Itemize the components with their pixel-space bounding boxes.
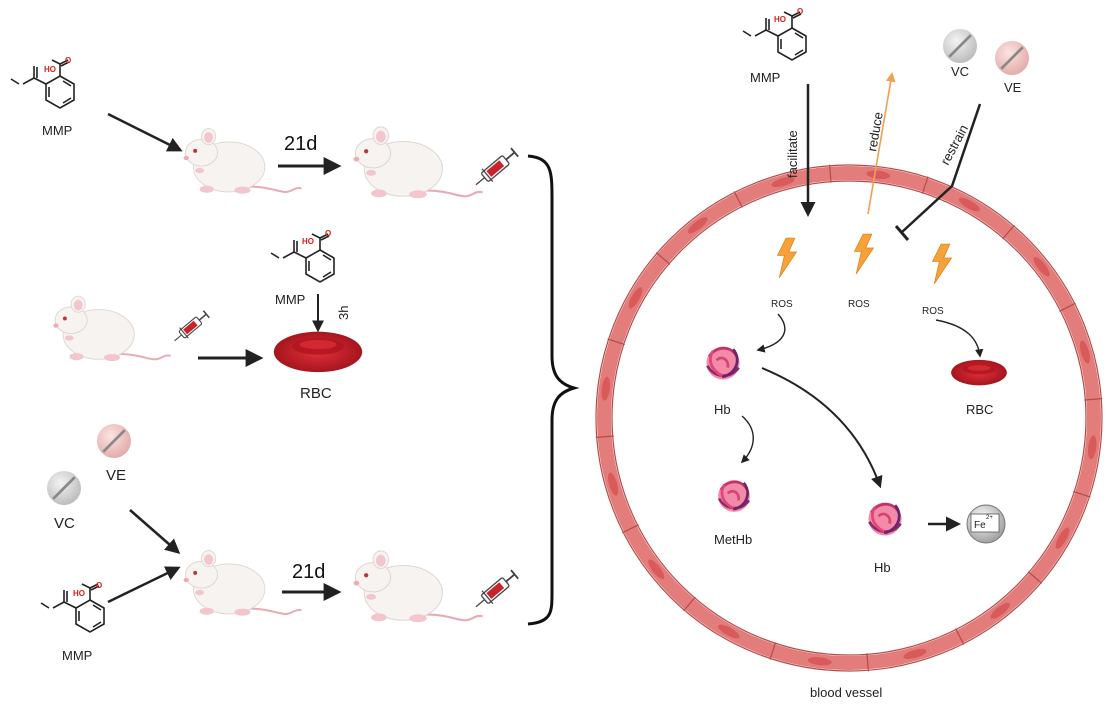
rbc-label-right: RBC [966,402,993,417]
label-reduce: reduce [864,111,886,153]
cell-junction [683,596,696,612]
mouse-row1-b [352,125,484,200]
chem-ho-r2: HO [302,237,314,246]
endothelial-nucleus [1079,340,1090,364]
duration-row3: 21d [292,561,325,583]
hemoglobin-icon-2 [867,501,903,537]
cell-junction [1002,224,1015,240]
arrow-pills-to-mouse [129,509,181,554]
vc-label-left: VC [54,515,75,532]
mouse-row3-a [182,549,303,617]
methemoglobin-icon [716,478,752,514]
arrow-reduce [867,72,896,215]
cell-junction [595,435,614,438]
endothelial-nucleus [866,170,891,179]
mmp-label-right: MMP [750,70,780,85]
rbc-row2 [273,331,363,373]
chem-o-r1: O [65,56,71,65]
cell-junction [921,176,929,194]
endothelial-nucleus [903,648,927,659]
endothelial-nucleus [990,602,1011,619]
endothelial-nucleus [958,197,980,212]
vc-label-right: VC [951,64,969,79]
chem-o-r3: O [96,581,102,590]
vessel-label: blood vessel [810,685,882,700]
endothelial-nucleus [1033,256,1050,277]
ve-label-left: VE [106,467,126,484]
cell-junction [607,338,625,346]
lightning-icon-1 [777,237,797,279]
syringe-row1 [469,145,521,193]
lightning-icon-3 [932,243,952,285]
mmp-label-row1: MMP [42,123,72,138]
fe-charge: 2+ [986,515,993,521]
endothelial-nucleus [601,376,610,401]
cell-junction [1073,490,1091,498]
rbc-label-row2: RBC [300,385,332,402]
cell-junction [655,252,671,265]
ros-label-2: ROS [848,299,870,310]
endothelial-nucleus [1055,527,1070,549]
cell-junction [769,642,777,660]
chem-ho-r1: HO [44,65,56,74]
endothelial-nucleus [648,559,665,580]
endothelial-nucleus [628,287,643,309]
arrow-ros3-to-rbc [935,319,984,358]
fe-label: Fe [974,520,986,531]
chem-ho-right: HO [774,15,786,24]
endothelial-nuclei [595,164,1103,672]
endothelial-nucleus [608,472,619,496]
cell-junction [829,164,832,183]
arrow-hb-to-hb [761,367,883,489]
lightning-icon-2 [854,233,874,275]
ros-label-1: ROS [771,299,793,310]
cell-junction [622,524,639,534]
hb-label-1: Hb [714,402,731,417]
mmp-molecule-row1 [10,59,75,109]
blood-vessel [595,164,1103,672]
hemoglobin-icon-1 [705,345,741,381]
cell-junction [733,191,743,208]
endothelial-nucleus [687,217,708,234]
duration-row1: 21d [284,133,317,155]
duration-row2: 3h [336,306,351,320]
rbc-icon-right [951,359,1007,386]
arrow-mmp-to-mouse-r3 [107,566,181,604]
row1: HO O MMP 21d [10,56,521,200]
mmp-label-row2: MMP [275,292,305,307]
ve-label-right: VE [1004,80,1022,95]
ros-label-3: ROS [922,306,944,317]
arrow-restrain [901,103,982,233]
label-facilitate: facilitate [785,130,800,178]
mouse-row3-b [352,549,484,624]
arrow-mmp-to-mouse-r1 [107,112,183,152]
fe-box [970,513,1000,533]
endothelial-nucleus [807,657,832,666]
grouping-brace [527,154,580,626]
cell-junction [866,653,869,672]
row3: VE VC HO O MMP 21d [40,424,521,663]
arrow-hb-to-methb [740,415,754,464]
hb-label-2: Hb [874,560,891,575]
endothelial-nucleus [771,177,795,188]
cell-junction [1059,302,1076,312]
restrain-bar [894,225,910,241]
cell-junction [955,628,965,645]
arrow-ros1-to-hb [756,313,786,353]
endothelial-nucleus [1088,435,1097,460]
chem-o-r2: O [325,229,331,238]
syringe-row2 [169,308,212,347]
methb-label: MetHb [714,532,752,547]
chem-o-right: O [797,7,803,16]
chem-ho-r3: HO [73,589,85,598]
row2: HO O MMP 3h RBC [52,229,363,402]
cell-junction [1084,398,1103,401]
endothelial-nucleus [718,624,740,639]
mouse-row2 [52,295,172,363]
syringe-row3 [469,567,521,615]
mmp-label-row3: MMP [62,648,92,663]
cell-junction [1027,571,1043,584]
